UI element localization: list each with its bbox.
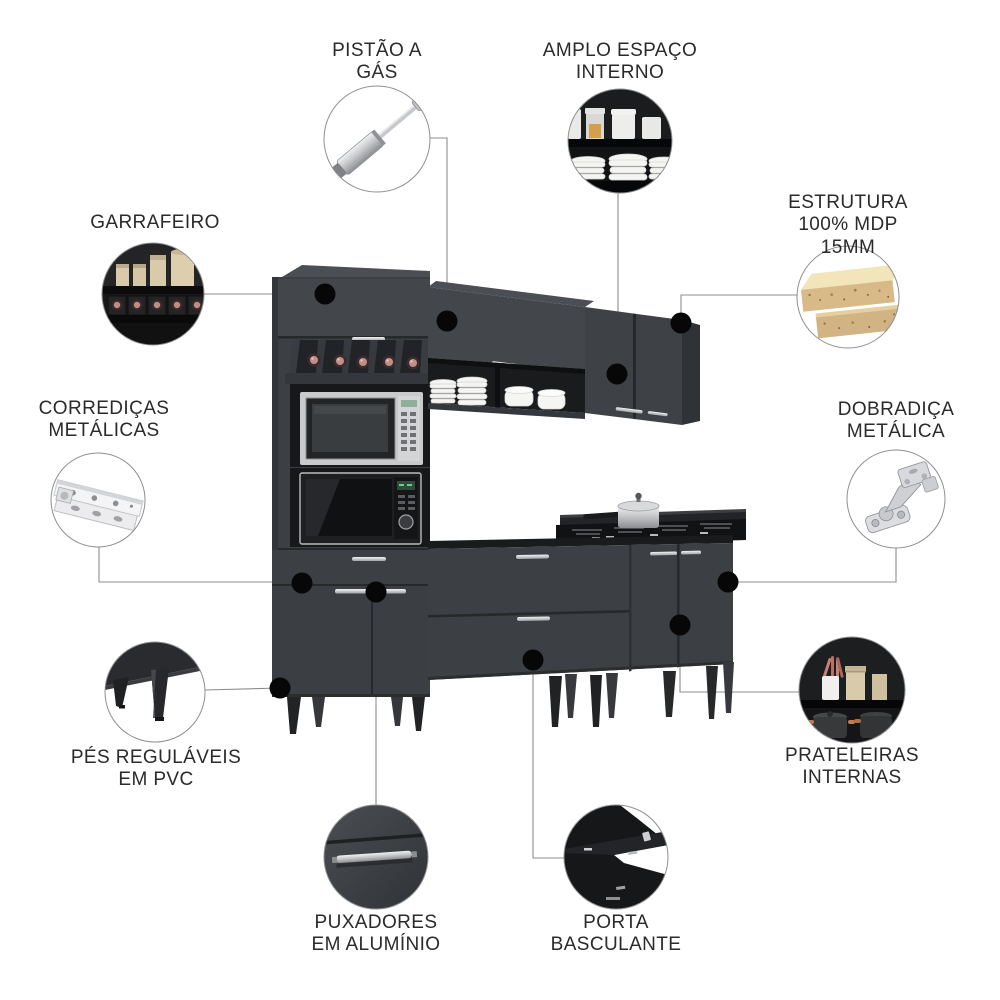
aluminum-handle-icon: [324, 805, 428, 909]
counter-feet: [549, 662, 734, 727]
connector-estrutura: [680, 294, 797, 323]
connector-dobradica: [728, 548, 897, 583]
tall-cabinet-feet: [287, 697, 425, 734]
plates-stack: [429, 376, 488, 406]
gas-piston-icon: [324, 86, 430, 192]
wine-rack: [285, 340, 430, 384]
callout-label-estrutura: ESTRUTURA 100% MDP 15MM: [788, 192, 908, 258]
anchor-dot-pistao: [436, 310, 458, 332]
wall-cabinet: [428, 281, 700, 425]
connector-pes: [204, 687, 281, 691]
anchor-dots: [269, 283, 739, 699]
connector-corredicas: [98, 547, 302, 583]
callout-label-puxadores: PUXADORES EM ALUMÍNIO: [311, 912, 441, 956]
counter-drawer-handle: [516, 554, 550, 559]
callout-label-prateleiras: PRATELEIRAS INTERNAS: [785, 745, 919, 789]
counter-drawer-handle: [517, 616, 551, 621]
callout-circle-dobradica: [846, 449, 946, 549]
counter-cabinet: [428, 492, 746, 727]
callout-circle-pes: [104, 641, 206, 743]
callout-circle-pistao: [323, 85, 431, 193]
tall-cabinet-doors: [272, 586, 430, 696]
drawer-handle: [352, 557, 386, 561]
callout-label-porta: PORTA BASCULANTE: [550, 912, 682, 956]
anchor-dot-garrafeiro: [314, 283, 336, 305]
anchor-dot-pes: [269, 677, 291, 699]
bowls: [504, 386, 566, 410]
kitchen-cabinet-set: [272, 265, 746, 734]
inner-shelves-icon: [799, 637, 905, 743]
callout-circle-puxadores: [323, 804, 429, 910]
metal-slide-icon: [51, 453, 145, 547]
metal-hinge-icon: [847, 450, 945, 548]
anchor-dot-porta: [522, 649, 544, 671]
callout-circle-corredicas: [50, 452, 146, 548]
saucepan: [583, 492, 660, 528]
connector-pistao: [423, 137, 448, 321]
callout-label-garrafeiro: GARRAFEIRO: [90, 212, 220, 233]
tall-cabinet-top-door: [278, 279, 430, 338]
callout-circle-garrafeiro: [101, 242, 205, 346]
counter-doors: [629, 544, 702, 672]
connector-porta: [532, 660, 564, 859]
microwave-black: [299, 472, 422, 545]
callout-label-dobradica: DOBRADIÇA METÁLICA: [837, 399, 955, 443]
callout-label-pistao-gas: PISTÃO A GÁS: [332, 40, 422, 84]
counter-drawers: [428, 554, 630, 621]
callout-circle-estrutura: [796, 245, 900, 349]
wall-cabinet-flip-door: [428, 287, 585, 369]
mdp-board-icon: [797, 246, 899, 348]
anchor-dot-estrutura: [670, 312, 692, 334]
callout-circle-prateleiras: [798, 636, 906, 744]
anchor-dot-amplo: [606, 363, 628, 385]
pantry-shelves-icon: [568, 89, 672, 193]
anchor-dot-prateleiras: [669, 614, 691, 636]
callout-circle-amplo: [567, 88, 673, 194]
callout-label-amplo-espaco: AMPLO ESPAÇO INTERNO: [542, 40, 698, 84]
anchor-dot-dobradica: [717, 571, 739, 593]
pvc-feet-icon: [105, 642, 205, 742]
tall-cabinet: [272, 265, 430, 734]
callout-label-pes: PÉS REGULÁVEIS EM PVC: [70, 747, 242, 791]
microwave-steel: [300, 392, 423, 465]
bottle-rack-icon: [102, 243, 204, 345]
flip-door-icon: [564, 805, 668, 909]
callout-circle-porta: [563, 804, 669, 910]
wine-bottles: [307, 353, 420, 370]
anchor-dot-corredicas: [291, 572, 313, 594]
callout-label-corredicas: CORREDIÇAS METÁLICAS: [38, 398, 170, 442]
anchor-dot-puxadores: [365, 581, 387, 603]
connector-lines: [98, 137, 897, 859]
